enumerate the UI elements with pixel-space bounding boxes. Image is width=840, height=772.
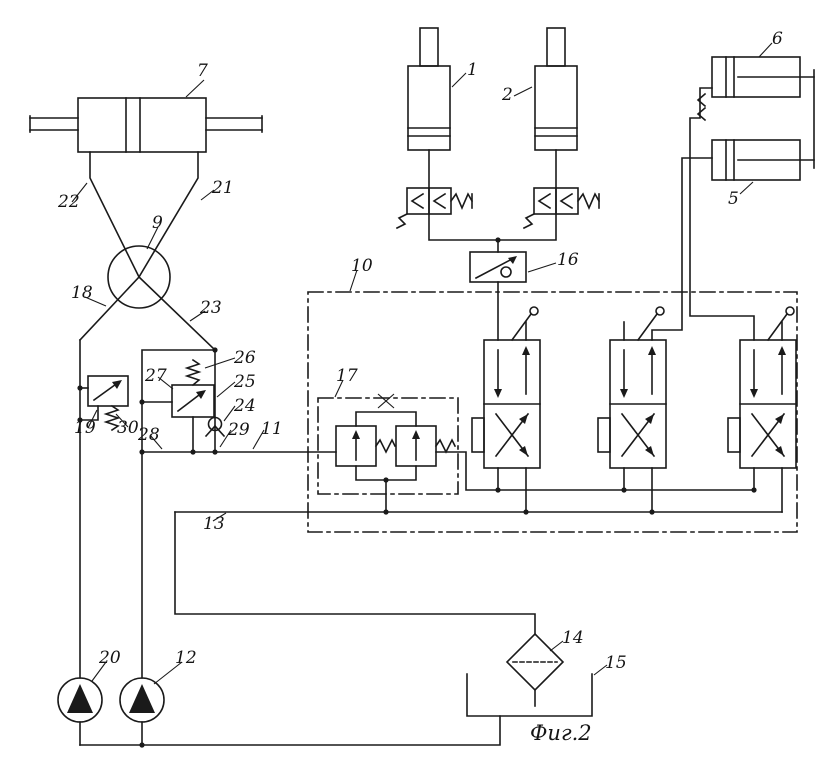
cylinder-1 [395,27,499,241]
ref-label-28: 28 [138,425,160,445]
directional-valve-right [727,306,797,513]
ref-label-13: 13 [203,514,225,534]
ref-label-17: 17 [336,366,358,386]
ref-label-20: 20 [99,648,121,668]
cylinder-2 [497,27,601,241]
ref-label-7: 7 [197,61,208,81]
ref-label-24: 24 [234,396,256,416]
ref-label-6: 6 [772,29,783,49]
ref-label-23: 23 [200,298,222,318]
ref-label-14: 14 [562,628,584,648]
pressure-line-11 [141,451,755,491]
directional-valve-middle [597,306,667,513]
leader-lines [71,42,773,685]
ref-label-9: 9 [152,213,163,233]
ref-label-12: 12 [175,648,197,668]
ref-label-21: 21 [212,178,234,198]
filter-14 [505,632,565,707]
pump-12 [119,677,165,746]
ref-label-5: 5 [728,189,739,209]
ref-label-15: 15 [605,653,627,673]
directional-valve-left [471,281,541,513]
ref-label-2: 2 [502,85,513,105]
pump-supply-lines [79,339,216,679]
relief-valve-25 [141,358,215,453]
ref-label-25: 25 [234,372,256,392]
ref-label-26: 26 [234,348,256,368]
ref-label-18: 18 [71,283,93,303]
ref-label-30: 30 [117,418,139,438]
figure-caption: Фиг.2 [530,721,592,745]
junction-dots [77,237,757,748]
clamp-cylinder-piping [651,87,755,341]
pilot-valve-block-17 [317,393,459,513]
ref-label-1: 1 [467,60,478,80]
flow-control-valve-16 [469,239,527,283]
ref-label-19: 19 [74,418,96,438]
check-valve-24 [204,349,226,453]
relief-valve-19 [79,375,129,432]
ref-label-27: 27 [145,366,167,386]
ref-label-22: 22 [58,192,80,212]
suction-line [79,715,501,746]
cylinder-6 [711,56,815,98]
ref-label-16: 16 [557,250,579,270]
crossover-junction-9 [78,151,217,352]
ref-label-10: 10 [351,256,373,276]
valve-block-enclosure-10 [307,291,798,533]
cylinder-5 [711,69,815,181]
return-line-13 [174,511,783,635]
ref-label-11: 11 [261,419,283,439]
tank-15 [466,673,593,717]
cylinder-7 [29,97,263,153]
ref-label-29: 29 [228,420,250,440]
pump-20 [57,677,103,746]
